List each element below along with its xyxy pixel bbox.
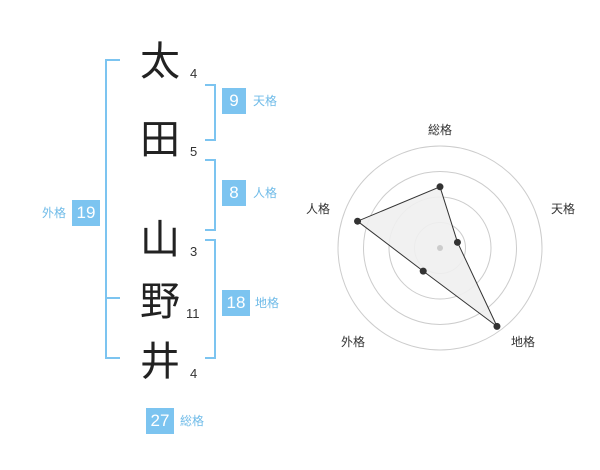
gaikaku-value: 19 (72, 200, 100, 226)
chikaku-bracket (205, 239, 216, 359)
radar-center (437, 245, 443, 251)
axis-label-soukaku: 総格 (428, 122, 452, 137)
name-char-2: 田 (140, 117, 180, 163)
jinkaku-value: 8 (222, 180, 246, 206)
stroke-count-3: 3 (190, 244, 198, 259)
axis-label-tenkaku: 天格 (551, 201, 575, 216)
axis-label-gaikaku: 外格 (341, 334, 365, 349)
radar-ring-3 (363, 171, 517, 325)
chikaku-label: 地格 (255, 296, 280, 310)
chikaku-value: 18 (222, 290, 250, 316)
radar-point-4 (419, 267, 427, 275)
radar-point-2 (453, 238, 461, 246)
gaikaku-label: 外格 (42, 206, 67, 220)
stroke-count-1: 4 (190, 66, 198, 81)
soukaku-value: 27 (146, 408, 174, 434)
name-char-5: 井 (140, 339, 180, 385)
stroke-count-2: 5 (190, 144, 198, 159)
radar-points (354, 183, 501, 330)
axis-label-jinkaku: 人格 (306, 201, 330, 216)
radar-ring-4 (337, 145, 543, 351)
axis-label-chikaku: 地格 (511, 334, 535, 349)
jinkaku-bracket (205, 159, 216, 231)
radar-point-5 (354, 217, 362, 225)
gaikaku-bracket (105, 59, 120, 359)
radar-polygon (356, 186, 498, 327)
radar-point-3 (493, 322, 501, 330)
radar-chart: 総格 天格 地格 外格 人格 (306, 122, 575, 351)
tenkaku-value: 9 (222, 88, 246, 114)
jinkaku-label: 人格 (253, 186, 278, 200)
radar-point-1 (436, 183, 444, 191)
name-char-3: 山 (140, 217, 180, 263)
stroke-count-4: 11 (186, 306, 200, 321)
tenkaku-label: 天格 (253, 94, 278, 108)
soukaku-label: 総格 (180, 414, 205, 428)
name-char-1: 太 (140, 39, 180, 85)
stroke-count-5: 4 (190, 366, 198, 381)
tenkaku-bracket (205, 84, 216, 141)
name-char-4: 野 (140, 279, 180, 325)
